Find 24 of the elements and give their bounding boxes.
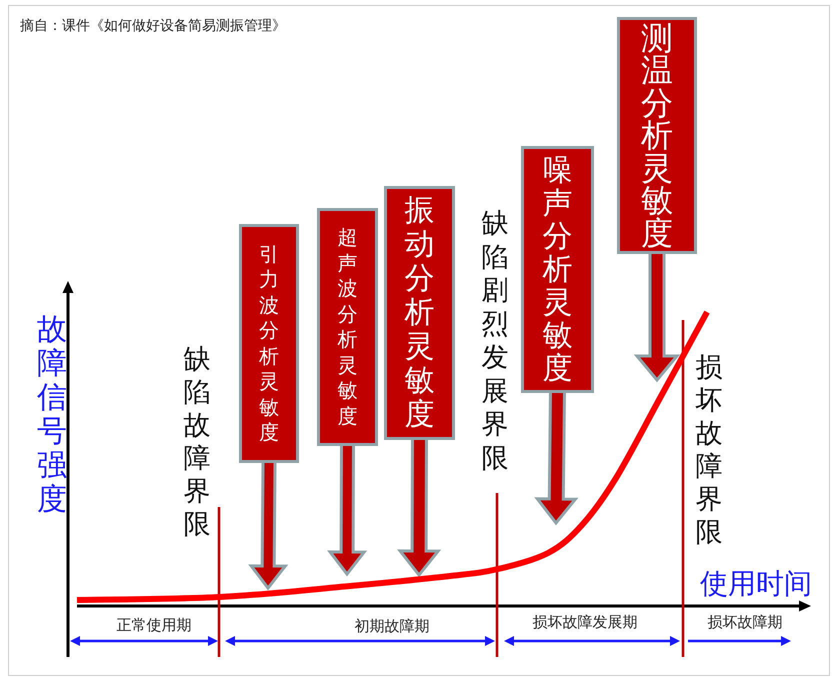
boundary-label: 缺陷剧烈发展界限: [481, 207, 510, 475]
boundary-label: 缺陷故障界限: [183, 343, 212, 541]
method-box: [617, 17, 697, 254]
box-label: 振动分析灵敏度: [404, 194, 436, 432]
period-label: 正常使用期: [116, 616, 192, 634]
method-box: [239, 224, 299, 463]
axis-label: 故障信号强度: [36, 313, 68, 517]
method-box: [521, 146, 594, 393]
period-label: 损坏故障期: [708, 613, 782, 631]
axis-label: 使用时间: [700, 567, 812, 601]
arrow: [248, 460, 288, 590]
box-label: 噪声分析灵敏度: [542, 154, 574, 385]
period-label: 损坏故障发展期: [532, 613, 638, 631]
box-label: 测温分析灵敏度: [640, 22, 674, 250]
source-note: 摘自：课件《如何做好设备简易测振管理》: [20, 18, 286, 35]
arrow: [634, 251, 680, 382]
method-box: [317, 208, 378, 446]
period-label: 初期故障期: [354, 617, 430, 635]
arrow: [327, 443, 368, 576]
box-label: 超声波分析灵敏度: [337, 225, 358, 429]
arrow: [397, 437, 442, 578]
box-label: 引力波分析灵敏度: [258, 242, 280, 446]
boundary-label: 损坏故障界限: [695, 351, 724, 549]
method-box: [384, 186, 455, 440]
